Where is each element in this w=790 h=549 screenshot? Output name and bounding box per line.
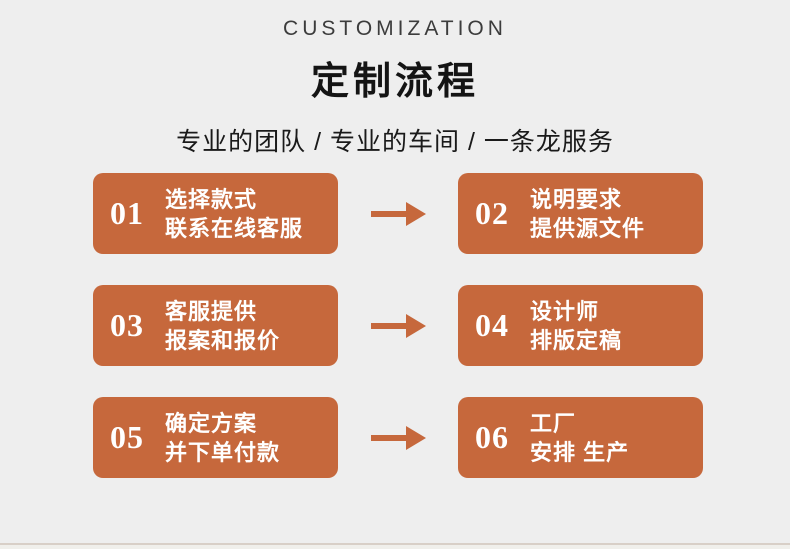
step-row-1: 01 选择款式 联系在线客服 02 说明要求 提供源文件: [93, 173, 703, 254]
step-row-3: 05 确定方案 并下单付款 06 工厂 安排 生产: [93, 397, 703, 478]
step-line-1: 客服提供: [165, 298, 258, 324]
page-title: 定制流程: [310, 61, 479, 103]
step-line-2: 联系在线客服: [165, 215, 304, 241]
step-row-2: 03 客服提供 报案和报价 04 设计师 排版定稿: [93, 285, 703, 366]
step-line-2: 提供源文件: [530, 215, 646, 241]
step-card-1: 01 选择款式 联系在线客服: [93, 173, 338, 254]
step-line-1: 工厂: [530, 410, 577, 436]
step-card-5: 05 确定方案 并下单付款: [93, 397, 338, 478]
step-line-1: 确定方案: [165, 410, 258, 436]
step-number: 03: [110, 307, 144, 343]
step-number: 01: [110, 195, 144, 231]
step-line-2: 安排 生产: [530, 439, 630, 465]
step-description: 说明要求 提供源文件: [530, 185, 645, 243]
step-line-1: 设计师: [530, 298, 600, 324]
step-card-2: 02 说明要求 提供源文件: [458, 173, 703, 254]
section-header: CUSTOMIZATION 定制流程 专业的团队 / 专业的车间 / 一条龙服务: [0, 0, 790, 158]
step-description: 工厂 安排 生产: [530, 409, 629, 467]
arrow-right-icon: [370, 313, 426, 338]
step-description: 选择款式 联系在线客服: [165, 185, 303, 243]
step-card-6: 06 工厂 安排 生产: [458, 397, 703, 478]
next-section-edge: [0, 543, 790, 549]
step-description: 设计师 排版定稿: [530, 297, 622, 355]
step-card-3: 03 客服提供 报案和报价: [93, 285, 338, 366]
step-line-2: 并下单付款: [165, 439, 281, 465]
step-number: 04: [475, 307, 509, 343]
step-number: 05: [110, 419, 144, 455]
steps-flow: 01 选择款式 联系在线客服 02 说明要求 提供源文件 03: [93, 173, 703, 478]
step-line-2: 排版定稿: [530, 327, 623, 353]
page-subtitle: 专业的团队 / 专业的车间 / 一条龙服务: [176, 128, 614, 156]
step-description: 确定方案 并下单付款: [165, 409, 280, 467]
step-line-1: 说明要求: [530, 186, 623, 212]
step-line-1: 选择款式: [165, 186, 258, 212]
arrow-right-icon: [370, 201, 426, 226]
step-description: 客服提供 报案和报价: [165, 297, 280, 355]
step-number: 02: [475, 195, 509, 231]
arrow-right-icon: [370, 425, 426, 450]
step-card-4: 04 设计师 排版定稿: [458, 285, 703, 366]
step-line-2: 报案和报价: [165, 327, 281, 353]
eyebrow-text: CUSTOMIZATION: [283, 17, 507, 40]
step-number: 06: [475, 419, 509, 455]
